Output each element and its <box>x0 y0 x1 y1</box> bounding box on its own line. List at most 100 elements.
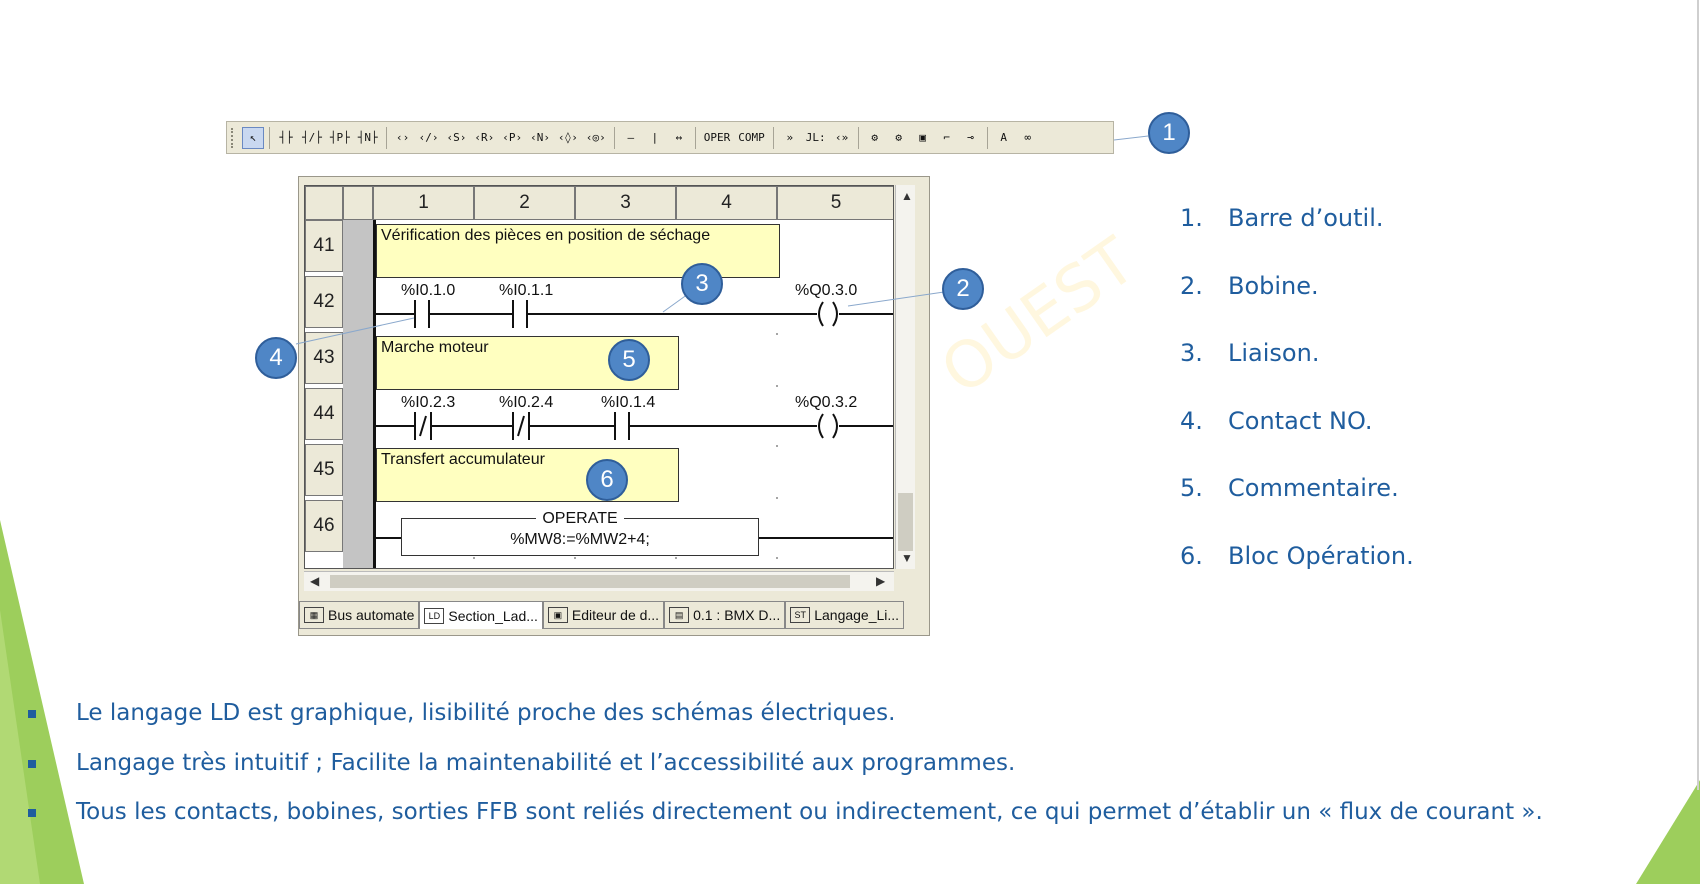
column-header[interactable]: 4 <box>676 186 777 220</box>
vertical-scroll-thumb[interactable] <box>898 493 913 551</box>
contact-address[interactable]: %I0.2.3 <box>401 394 456 411</box>
ladder-wiring <box>375 300 893 559</box>
toolbar-separator <box>857 126 859 149</box>
bullet-list: Le langage LD est graphique, lisibilité … <box>24 700 1543 849</box>
operate-block-icon[interactable]: OPER <box>703 131 731 144</box>
row-header[interactable]: 41 <box>305 220 343 272</box>
legend-item: 1.Barre d’outil. <box>1180 204 1414 272</box>
bullet-square-icon <box>28 710 36 718</box>
coil-reset-icon[interactable]: ‹R› <box>474 131 495 144</box>
contact-rising-edge-icon[interactable]: ┤P├ <box>329 131 350 144</box>
toolbar-grip[interactable] <box>231 127 237 148</box>
callout-badge: 3 <box>681 263 723 305</box>
legend-number: 5. <box>1180 474 1203 502</box>
contact-address[interactable]: %I0.1.0 <box>401 282 456 299</box>
legend-text: Commentaire. <box>1228 474 1399 502</box>
horizontal-scroll-thumb[interactable] <box>330 575 850 588</box>
pin-icon[interactable]: ⊸ <box>967 131 974 144</box>
contact-no-icon[interactable]: ┤├ <box>279 131 293 144</box>
bullet-text: Le langage LD est graphique, lisibilité … <box>76 700 896 726</box>
scroll-right-icon[interactable]: ▶ <box>876 574 886 588</box>
callout-badge: 4 <box>255 337 297 379</box>
legend-item: 6.Bloc Opération. <box>1180 542 1414 610</box>
ffb-input-icon[interactable]: ⚙ <box>895 131 902 144</box>
coil-set-icon[interactable]: ‹S› <box>446 131 467 144</box>
tab-label: Editeur de d... <box>571 607 660 623</box>
jump-label-icon[interactable]: JL: <box>805 131 826 144</box>
legend-number: 1. <box>1180 204 1203 232</box>
connection-icon[interactable]: ⌐ <box>943 131 950 144</box>
callout-badge: 6 <box>586 459 628 501</box>
coil-icon[interactable]: ‹› <box>396 131 410 144</box>
ladder-editor-window: 1 2 3 4 5 41 42 43 44 45 46 <box>298 176 930 636</box>
left-gutter <box>343 220 373 568</box>
vertical-link-icon[interactable]: | <box>651 131 659 144</box>
data-selection-icon[interactable]: ▣ <box>919 131 926 144</box>
tab-label: Langage_Li... <box>814 607 900 623</box>
comment-block[interactable]: Transfert accumulateur <box>376 448 679 502</box>
coil-negated-icon[interactable]: ‹/› <box>418 131 439 144</box>
callout-badge: 1 <box>1148 112 1190 154</box>
view-icon[interactable]: ∞ <box>1024 131 1031 144</box>
ffb-assistant-icon[interactable]: ⚙ <box>871 131 878 144</box>
compare-block-icon[interactable]: COMP <box>738 131 765 144</box>
tab-label: 0.1 : BMX D... <box>693 607 781 623</box>
bus-icon: ▦ <box>304 607 324 623</box>
text-object-icon[interactable]: A <box>1000 131 1007 144</box>
tab-langage[interactable]: ST Langage_Li... <box>785 601 905 629</box>
tab-editeur[interactable]: ▣ Editeur de d... <box>542 601 665 629</box>
tab-bmx-module[interactable]: ▤ 0.1 : BMX D... <box>664 601 786 629</box>
bullet-item: Tous les contacts, bobines, sorties FFB … <box>24 799 1543 849</box>
horizontal-link-icon[interactable]: — <box>627 131 635 144</box>
contact-falling-edge-icon[interactable]: ┤N├ <box>357 131 378 144</box>
legend-text: Bobine. <box>1228 271 1319 300</box>
toolbar-separator <box>772 126 774 149</box>
row-header[interactable]: 42 <box>305 276 343 328</box>
legend-number: 3. <box>1180 339 1203 367</box>
coil-halt-icon[interactable]: ‹◎› <box>585 131 606 144</box>
coil-address[interactable]: %Q0.3.2 <box>795 394 858 411</box>
legend-item: 5. Commentaire. <box>1180 474 1414 542</box>
toolbar-separator <box>986 126 988 149</box>
row-header[interactable]: 46 <box>305 500 343 552</box>
coil-negative-icon[interactable]: ‹N› <box>530 131 550 144</box>
st-language-icon: ST <box>790 607 811 623</box>
contact-address[interactable]: %I0.1.4 <box>601 394 656 411</box>
legend-number: 4. <box>1180 406 1203 435</box>
scroll-down-icon[interactable]: ▼ <box>901 551 913 565</box>
coil-call-icon[interactable]: ‹◊› <box>558 131 578 144</box>
scroll-up-icon[interactable]: ▲ <box>901 189 913 203</box>
toolbar-separator <box>269 126 270 149</box>
ladder-grid[interactable]: 1 2 3 4 5 41 42 43 44 45 46 <box>304 185 894 569</box>
toolbar-separator <box>385 126 387 149</box>
legend-item: 2. Bobine. <box>1180 272 1414 340</box>
jump-icon[interactable]: » <box>786 131 794 144</box>
contact-nc-icon[interactable]: ┤/├ <box>302 131 322 144</box>
coil-address[interactable]: %Q0.3.0 <box>795 282 858 299</box>
column-header[interactable]: 2 <box>474 186 575 220</box>
link-extend-icon[interactable]: ↔ <box>675 131 683 144</box>
callout-badge: 5 <box>608 339 650 381</box>
legend-number: 2. <box>1180 271 1203 300</box>
tab-bus-automate[interactable]: ▦ Bus automate <box>299 601 420 629</box>
coil-positive-icon[interactable]: ‹P› <box>502 131 523 144</box>
column-header[interactable]: 1 <box>373 186 474 220</box>
scroll-left-icon[interactable]: ◀ <box>310 574 320 588</box>
select-tool-icon[interactable]: ↖ <box>242 126 264 149</box>
bullet-item: Le langage LD est graphique, lisibilité … <box>24 700 1543 750</box>
contact-address[interactable]: %I0.1.1 <box>499 282 554 299</box>
contact-address[interactable]: %I0.2.4 <box>499 394 554 411</box>
legend-list: 1.Barre d’outil. 2. Bobine. 3. Liaison. 4.… <box>1180 204 1414 609</box>
column-header[interactable]: 3 <box>575 186 676 220</box>
legend-text: Liaison. <box>1228 339 1320 367</box>
row-header[interactable]: 45 <box>305 444 343 496</box>
legend-item: 3. Liaison. <box>1180 339 1414 407</box>
vertical-scrollbar[interactable]: ▲ ▼ <box>895 185 915 569</box>
horizontal-scrollbar[interactable]: ◀ ▶ <box>304 571 894 591</box>
operate-block[interactable]: OPERATE %MW8:=%MW2+4; <box>401 510 759 556</box>
bullet-item: Langage très intuitif ; Facilite la main… <box>24 750 1543 800</box>
return-icon[interactable]: ‹» <box>835 131 849 144</box>
tab-section-ladder[interactable]: LD Section_Lad... <box>419 601 543 629</box>
row-header[interactable]: 44 <box>305 388 343 440</box>
column-header[interactable]: 5 <box>777 186 893 220</box>
